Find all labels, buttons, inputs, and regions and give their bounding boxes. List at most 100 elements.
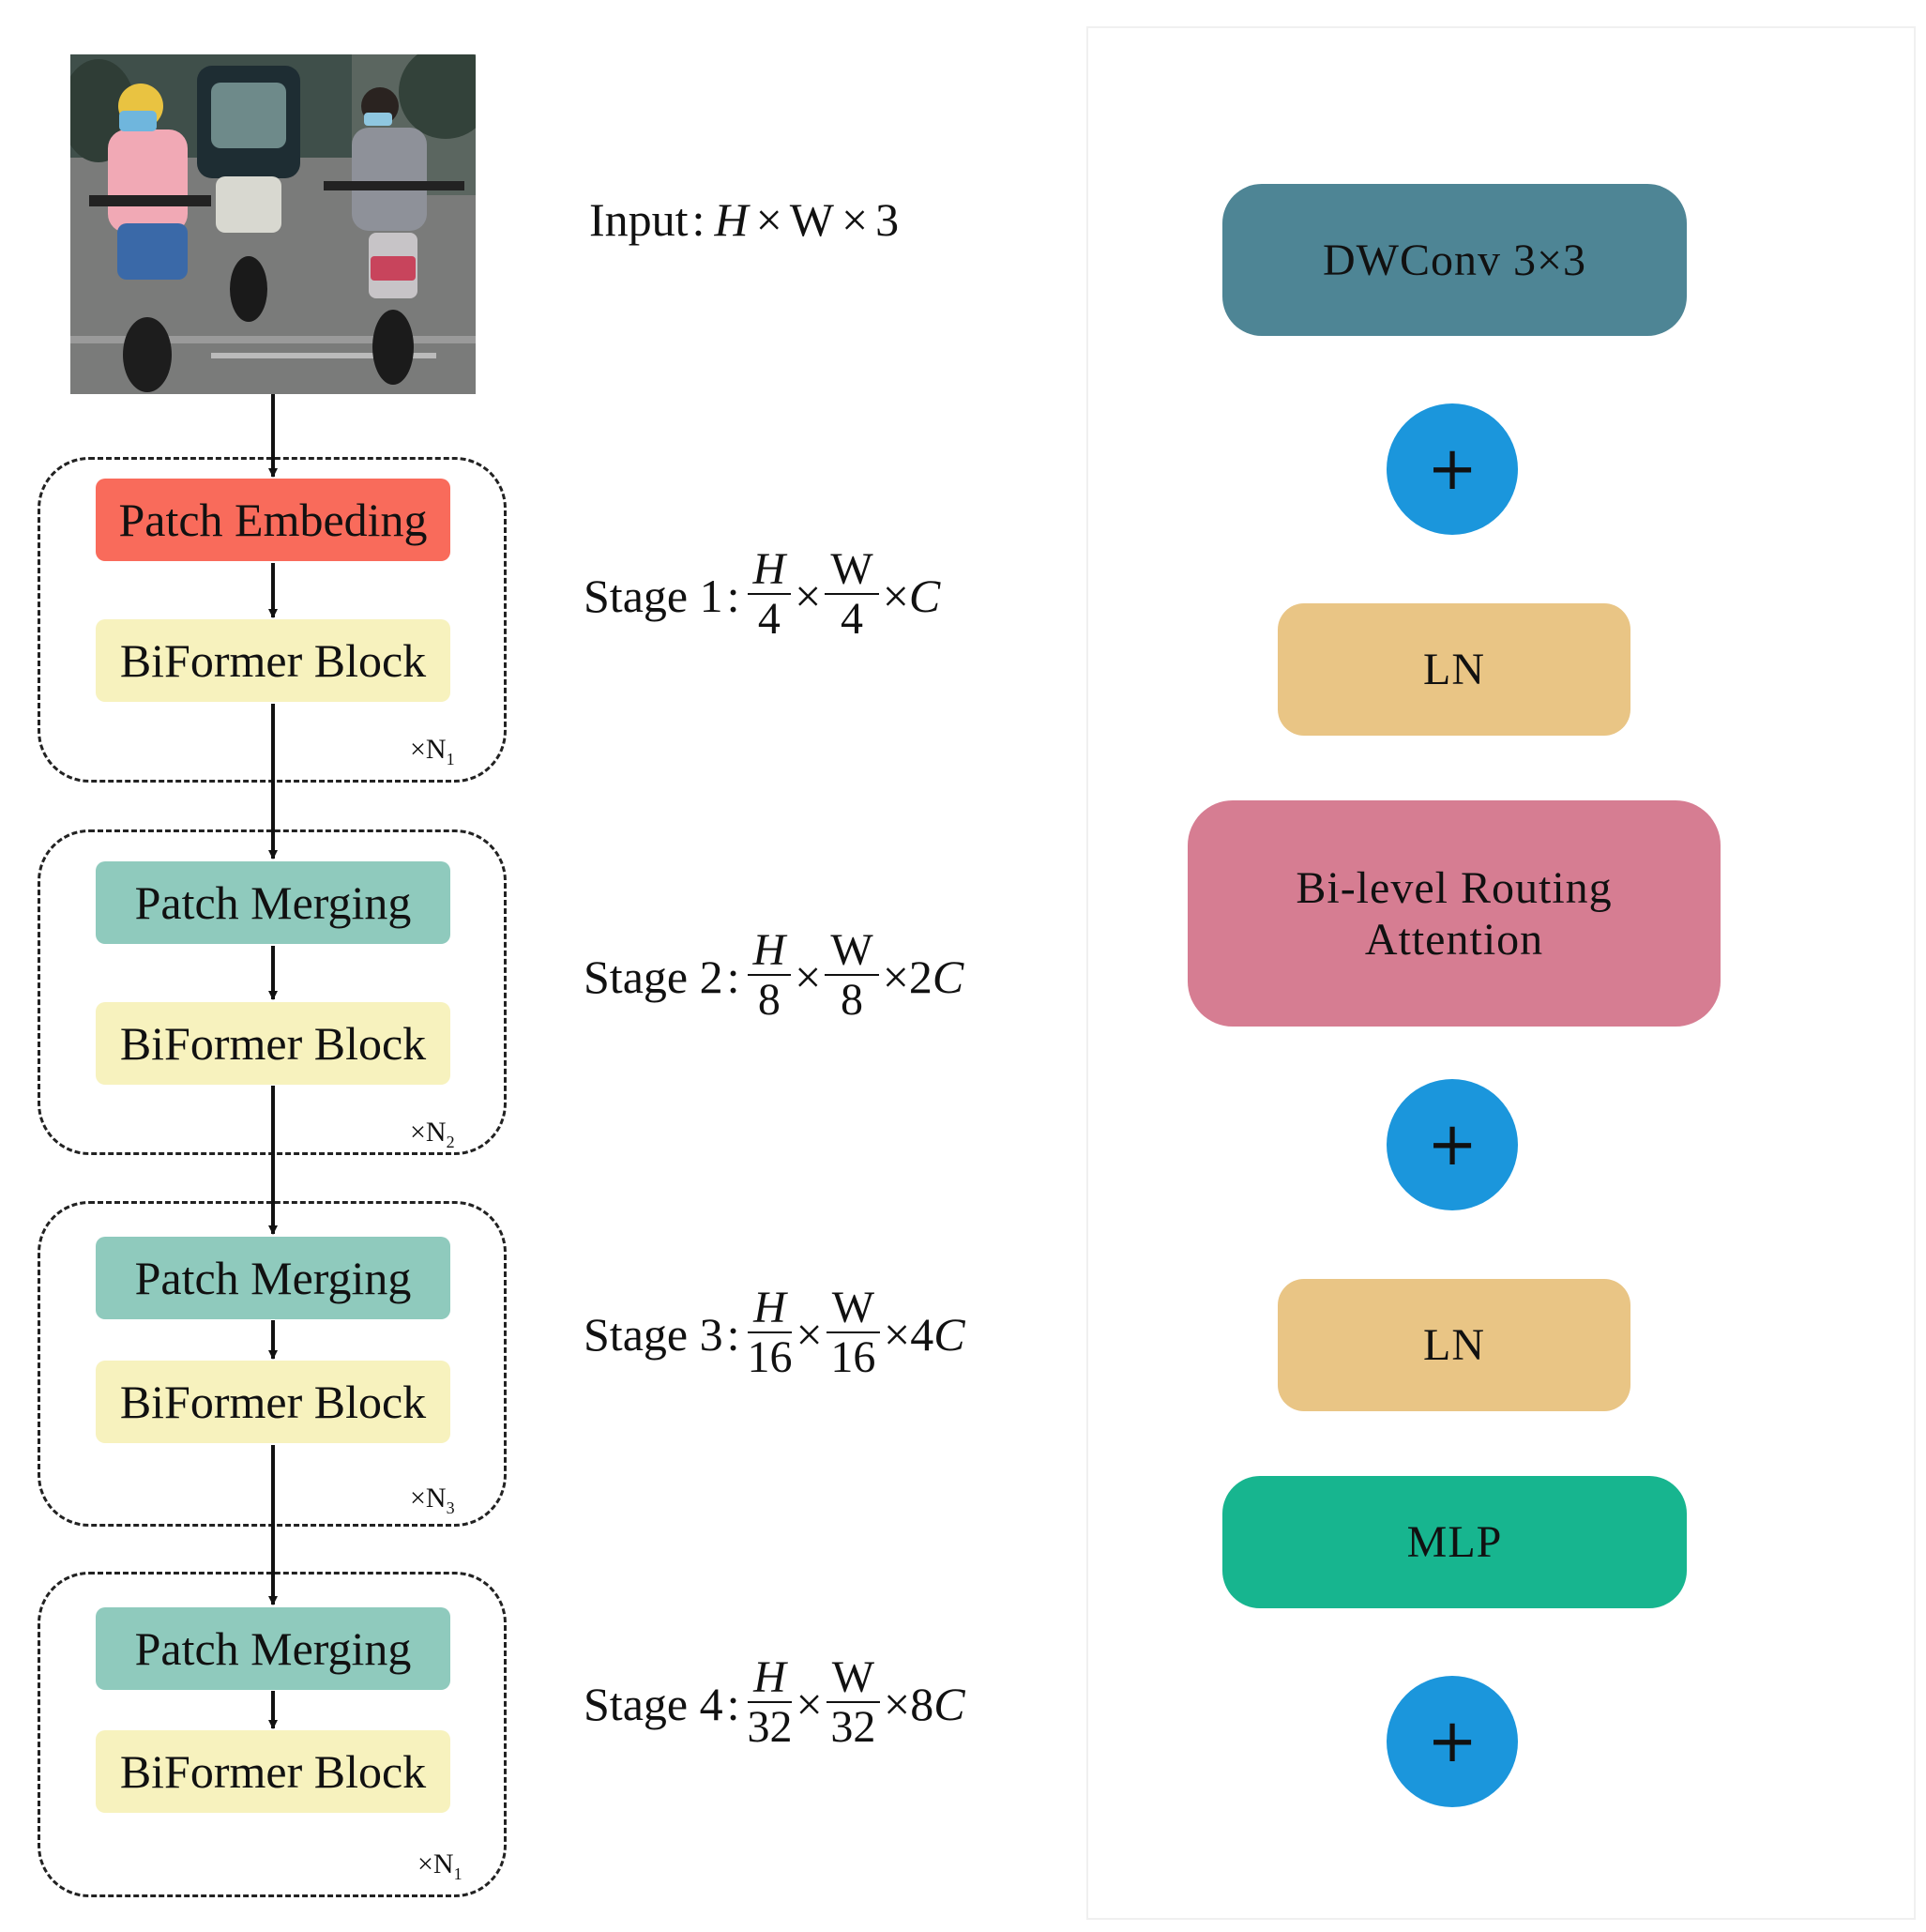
stage-2-patch-merging-box: Patch Merging: [96, 861, 450, 944]
street-scene-photo-icon: [70, 54, 476, 394]
input-shape-label: Input : H × W × 3: [589, 192, 899, 247]
stage-3-channel-mult: 4: [910, 1307, 934, 1361]
stage-3-colon: :: [726, 1307, 740, 1361]
stage-1-patch-embedding-label: Patch Embeding: [118, 494, 428, 546]
stage-4-biformer-block-label: BiFormer Block: [119, 1745, 427, 1798]
stage-4-colon: :: [726, 1677, 740, 1730]
plus-icon: +: [1427, 434, 1478, 504]
stage-2-repeat-prefix: ×N: [410, 1117, 447, 1148]
stage-2-times-2: ×: [882, 950, 909, 1003]
input-times-2: ×: [841, 193, 869, 246]
input-h: H: [714, 193, 749, 246]
stage-1-patch-embedding-box: Patch Embeding: [96, 479, 450, 561]
bra-label-line-1: Bi-level Routing: [1296, 862, 1613, 913]
bi-level-routing-attention-box: Bi-level Routing Attention: [1188, 800, 1721, 1027]
stage-3-channel: C: [933, 1307, 965, 1361]
stage-3-repeat-sub: 3: [446, 1498, 455, 1517]
stage-1-times-2: ×: [882, 569, 909, 622]
bra-label-line-2: Attention: [1364, 914, 1544, 965]
stage-2-repeat: ×N2: [410, 1117, 455, 1152]
stage-2-h-divisor: 8: [757, 975, 781, 1026]
stage-1-biformer-block-label: BiFormer Block: [119, 634, 427, 687]
add-node-1: +: [1387, 403, 1518, 535]
stage-1-label: Stage 1: [584, 569, 723, 622]
dwconv-label: DWConv 3×3: [1322, 235, 1587, 285]
stage-4-w: W: [826, 1653, 881, 1704]
stage-3-patch-merging-box: Patch Merging: [96, 1237, 450, 1319]
stage-4-times-2: ×: [884, 1677, 911, 1730]
stage-1-w-divisor: 4: [841, 594, 864, 645]
stage-4-times-1: ×: [796, 1677, 823, 1730]
stage-1-biformer-block-box: BiFormer Block: [96, 619, 450, 702]
stage-4-w-divisor: 32: [830, 1702, 876, 1753]
input-label: Input: [589, 193, 689, 246]
stage-4-repeat-sub: 1: [453, 1864, 463, 1883]
stage-4-repeat-prefix: ×N: [417, 1848, 454, 1879]
stage-2-patch-merging-label: Patch Merging: [134, 876, 412, 929]
stage-2-h: H: [747, 926, 792, 977]
stage-2-times-1: ×: [795, 950, 822, 1003]
stage-2-colon: :: [726, 950, 740, 1003]
stage-4-patch-merging-box: Patch Merging: [96, 1607, 450, 1690]
stage-2-label: Stage 2: [584, 950, 723, 1003]
stage-3-w-divisor: 16: [830, 1332, 876, 1383]
stage-4-h: H: [748, 1653, 792, 1704]
input-colon: :: [691, 193, 705, 246]
stage-1-repeat-prefix: ×N: [410, 734, 447, 765]
stage-2-w-divisor: 8: [841, 975, 864, 1026]
stage-2-w: W: [825, 926, 879, 977]
stage-1-repeat: ×N1: [410, 734, 455, 769]
stage-3-h-divisor: 16: [747, 1332, 793, 1383]
mlp-label: MLP: [1406, 1517, 1503, 1567]
stage-4-biformer-block-box: BiFormer Block: [96, 1730, 450, 1813]
plus-icon: +: [1427, 1707, 1478, 1776]
stage-1-colon: :: [726, 569, 740, 622]
stage-2-channel: C: [932, 950, 964, 1003]
stage-2-channel-mult: 2: [908, 950, 933, 1003]
stage-3-patch-merging-label: Patch Merging: [134, 1252, 412, 1304]
mlp-box: MLP: [1222, 1476, 1687, 1608]
stage-2-biformer-block-label: BiFormer Block: [119, 1017, 427, 1070]
stage-4-channel: C: [933, 1677, 965, 1730]
stage-3-biformer-block-box: BiFormer Block: [96, 1361, 450, 1443]
stage-1-times-1: ×: [795, 569, 822, 622]
stage-3-times-2: ×: [884, 1307, 911, 1361]
layer-norm-1-box: LN: [1278, 603, 1630, 736]
stage-3-repeat: ×N3: [410, 1483, 455, 1518]
stage-3-times-1: ×: [796, 1307, 823, 1361]
stage-4-patch-merging-label: Patch Merging: [134, 1622, 412, 1675]
stage-4-channel-mult: 8: [910, 1677, 934, 1730]
stage-1-h-divisor: 4: [757, 594, 781, 645]
stage-1-repeat-sub: 1: [446, 750, 455, 768]
stage-1-w: W: [825, 545, 879, 596]
stage-1-channel: C: [908, 569, 941, 622]
layer-norm-2-label: LN: [1423, 1320, 1485, 1370]
add-node-2: +: [1387, 1079, 1518, 1210]
stage-4-repeat: ×N1: [417, 1848, 463, 1884]
stage-2-repeat-sub: 2: [446, 1133, 455, 1151]
stage-3-biformer-block-label: BiFormer Block: [119, 1376, 427, 1428]
stage-2-biformer-block-box: BiFormer Block: [96, 1002, 450, 1085]
input-w: W: [789, 193, 834, 246]
stage-3-label: Stage 3: [584, 1307, 723, 1361]
stage-1-h: H: [747, 545, 792, 596]
input-times-1: ×: [755, 193, 782, 246]
stage-4-label: Stage 4: [584, 1677, 723, 1730]
add-node-3: +: [1387, 1676, 1518, 1807]
stage-3-h: H: [748, 1284, 792, 1334]
stage-4-h-divisor: 32: [747, 1702, 793, 1753]
layer-norm-2-box: LN: [1278, 1279, 1630, 1411]
stage-3-repeat-prefix: ×N: [410, 1483, 447, 1514]
